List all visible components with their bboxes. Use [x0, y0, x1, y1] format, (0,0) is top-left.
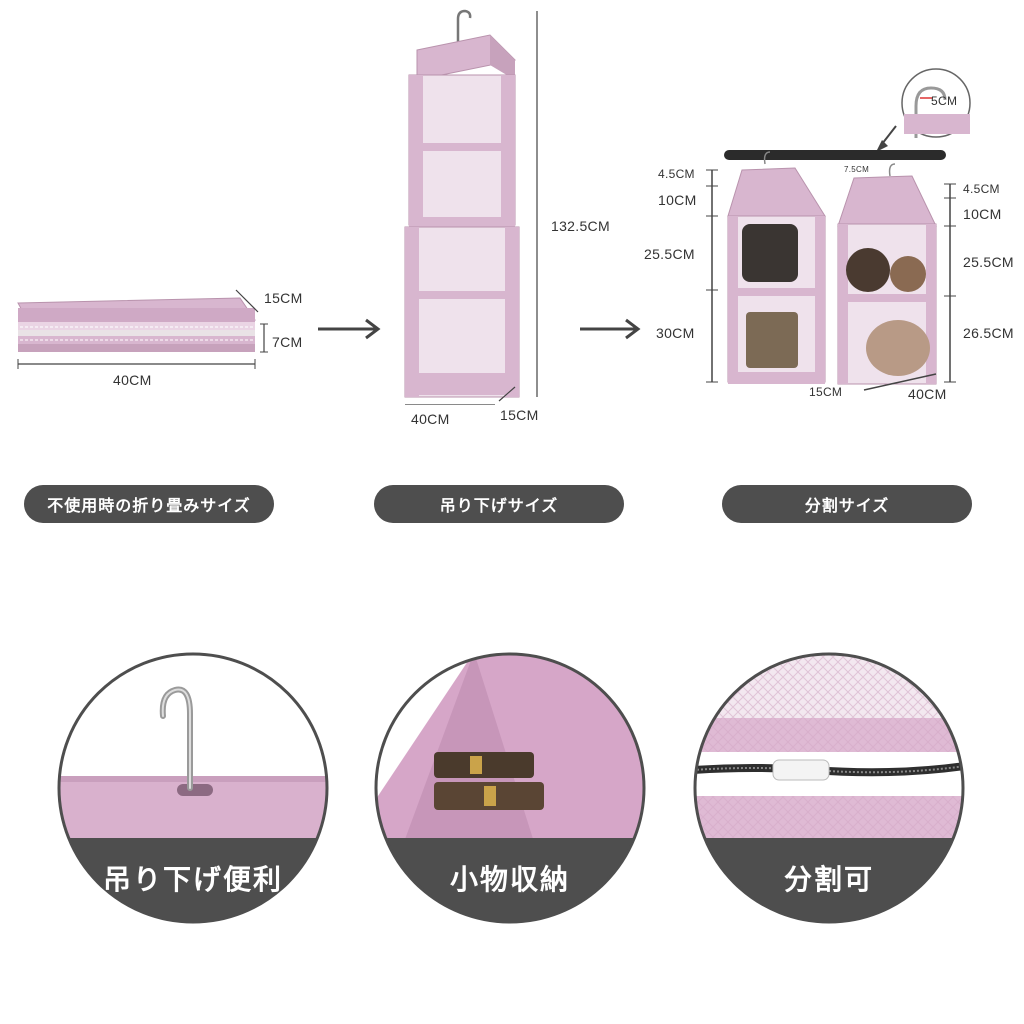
- hanging-organizer-image: [404, 9, 538, 405]
- right-dim-label: 4.5CM: [963, 182, 1000, 196]
- divided-size-caption: 分割サイズ: [722, 485, 972, 523]
- folded-size-caption: 不使用時の折り畳みサイズ: [24, 485, 274, 523]
- hanging-size-caption: 吊り下げサイズ: [374, 485, 624, 523]
- left-dim-label: 10CM: [658, 192, 697, 208]
- zipper-icon: [693, 652, 965, 924]
- left-dim-label: 30CM: [656, 325, 695, 341]
- hanger-hook-icon: [57, 652, 329, 924]
- folded-height-label: 7CM: [272, 334, 303, 350]
- right-dim-label: 10CM: [963, 206, 1002, 222]
- right-dim-label: 26.5CM: [963, 325, 1014, 341]
- divided-organizer-image: [706, 68, 971, 391]
- divided-depth-label: 15CM: [809, 385, 843, 399]
- feature-label: 小物収納: [449, 863, 570, 896]
- arrow-right-icon: [580, 318, 641, 340]
- right-dim-label: 25.5CM: [963, 254, 1014, 270]
- hook-gap-label: 5CM: [931, 94, 958, 108]
- feature-label: 吊り下げ便利: [102, 863, 283, 896]
- belt-pocket-icon: [374, 652, 646, 924]
- folded-organizer-image: [17, 289, 268, 369]
- left-dim-label: 4.5CM: [658, 167, 695, 181]
- divided-width-label: 40CM: [908, 386, 947, 402]
- bag-spacing-label: 7.5CM: [844, 165, 870, 174]
- feature-small-storage: 小物収納: [374, 652, 646, 924]
- arrow-right-icon: [318, 318, 381, 340]
- hanging-height-label: 132.5CM: [551, 218, 610, 234]
- feature-hanging: 吊り下げ便利: [57, 652, 329, 924]
- left-dim-label: 25.5CM: [644, 246, 695, 262]
- folded-depth-label: 15CM: [264, 290, 303, 306]
- hanging-depth-label: 15CM: [500, 407, 539, 423]
- folded-width-label: 40CM: [113, 372, 152, 388]
- feature-label: 分割可: [783, 863, 874, 896]
- feature-divisible: 分割可: [693, 652, 965, 924]
- hanging-width-label: 40CM: [411, 411, 450, 427]
